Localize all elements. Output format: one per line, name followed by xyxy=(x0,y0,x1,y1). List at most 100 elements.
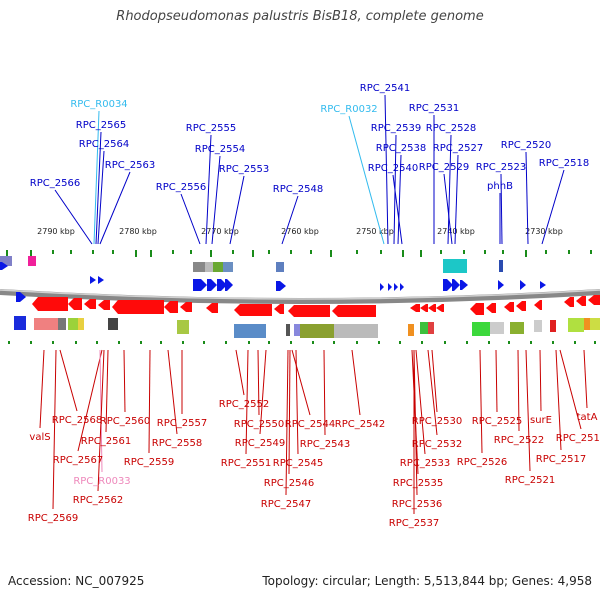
gene-label-rpc-2550[interactable]: RPC_2550 xyxy=(234,419,284,430)
gene-label-rpc-2545[interactable]: RPC_2545 xyxy=(273,458,323,469)
forward-gene-arrow[interactable] xyxy=(225,279,233,291)
gene-label-rpc-2566[interactable]: RPC_2566 xyxy=(30,178,80,189)
forward-gene-arrow[interactable] xyxy=(16,292,26,302)
reverse-gene-arrow[interactable] xyxy=(428,304,436,312)
reverse-gene-arrow[interactable] xyxy=(68,298,82,310)
gene-label-rpc-2544[interactable]: RPC_2544 xyxy=(285,419,335,430)
gene-label-rpc-2549[interactable]: RPC_2549 xyxy=(235,438,285,449)
gene-label-rpc-2533[interactable]: RPC_2533 xyxy=(400,458,450,469)
gene-label-rpc-2547[interactable]: RPC_2547 xyxy=(261,499,311,510)
gene-label-rpc-2554[interactable]: RPC_2554 xyxy=(195,144,245,155)
gene-label-rpc-2555[interactable]: RPC_2555 xyxy=(186,123,236,134)
gene-label-rpc-2542[interactable]: RPC_2542 xyxy=(335,419,385,430)
forward-gene-arrow[interactable] xyxy=(520,280,526,290)
reverse-gene-arrow[interactable] xyxy=(180,302,192,312)
reverse-gene-arrow[interactable] xyxy=(206,303,218,313)
forward-gene-arrow[interactable] xyxy=(394,283,398,291)
gene-label-rpc-2539[interactable]: RPC_2539 xyxy=(371,123,421,134)
forward-gene-arrow[interactable] xyxy=(0,262,8,270)
gene-label-rpc-2526[interactable]: RPC_2526 xyxy=(457,457,507,468)
forward-gene-arrow[interactable] xyxy=(540,281,546,289)
gene-label-phhb[interactable]: phhB xyxy=(487,181,513,192)
gene-label-vals[interactable]: valS xyxy=(29,432,50,443)
gene-label-rpc-2567[interactable]: RPC_2567 xyxy=(53,455,103,466)
gene-label-rpc-2540[interactable]: RPC_2540 xyxy=(368,163,418,174)
forward-gene-arrow[interactable] xyxy=(276,281,286,291)
reverse-gene-arrow[interactable] xyxy=(420,304,428,312)
reverse-gene-arrow[interactable] xyxy=(32,297,68,311)
forward-gene-labels[interactable]: RPC_R0034RPC_2565RPC_2564RPC_2563RPC_256… xyxy=(30,83,589,195)
forward-gene-arrow[interactable] xyxy=(388,283,392,291)
gene-label-rpc-2525[interactable]: RPC_2525 xyxy=(472,416,522,427)
reverse-gene-arrow[interactable] xyxy=(274,304,284,314)
reverse-gene-arrow[interactable] xyxy=(332,305,376,317)
gene-label-rpc-2531[interactable]: RPC_2531 xyxy=(409,103,459,114)
gene-label-rpc-r0034[interactable]: RPC_R0034 xyxy=(70,99,127,110)
gene-label-rpc-2521[interactable]: RPC_2521 xyxy=(505,475,555,486)
gene-label-rpc-2535[interactable]: RPC_2535 xyxy=(393,478,443,489)
reverse-gene-arrow[interactable] xyxy=(504,302,514,312)
forward-gene-arrow[interactable] xyxy=(443,279,453,291)
gene-label-rpc-2563[interactable]: RPC_2563 xyxy=(105,160,155,171)
gene-label-rpc-2523[interactable]: RPC_2523 xyxy=(476,162,526,173)
gene-label-rpc-2517[interactable]: RPC_2517 xyxy=(536,454,586,465)
gene-label-rpc-2522[interactable]: RPC_2522 xyxy=(494,435,544,446)
gene-label-rpc-2537[interactable]: RPC_2537 xyxy=(389,518,439,529)
forward-gene-arrow[interactable] xyxy=(193,279,207,291)
gene-label-rpc-2562[interactable]: RPC_2562 xyxy=(73,495,123,506)
gene-label-rpc-2561[interactable]: RPC_2561 xyxy=(81,436,131,447)
gene-label-rpc-2558[interactable]: RPC_2558 xyxy=(152,438,202,449)
gene-label-rpc-2553[interactable]: RPC_2553 xyxy=(219,164,269,175)
reverse-gene-labels[interactable]: valSRPC_2568RPC_2560RPC_2561RPC_2567RPC_… xyxy=(28,399,600,529)
gene-label-rpc-2528[interactable]: RPC_2528 xyxy=(426,123,476,134)
gene-label-rpc-2530[interactable]: RPC_2530 xyxy=(412,416,462,427)
gene-label-rpc-2569[interactable]: RPC_2569 xyxy=(28,513,78,524)
gene-label-tata[interactable]: tatA xyxy=(577,412,598,423)
forward-gene-arrow[interactable] xyxy=(498,280,504,290)
gene-label-rpc-2557[interactable]: RPC_2557 xyxy=(157,418,207,429)
gene-label-rpc-2516[interactable]: RPC_2516 xyxy=(556,433,600,444)
reverse-gene-arrow[interactable] xyxy=(486,303,496,313)
reverse-gene-arrow[interactable] xyxy=(112,300,164,314)
gene-label-rpc-r0033[interactable]: RPC_R0033 xyxy=(73,476,130,487)
reverse-gene-arrow[interactable] xyxy=(436,304,444,312)
gene-label-rpc-2568[interactable]: RPC_2568 xyxy=(52,415,102,426)
forward-gene-arrow[interactable] xyxy=(98,276,104,284)
forward-gene-arrow[interactable] xyxy=(452,279,460,291)
reverse-gene-arrow[interactable] xyxy=(588,295,600,305)
reverse-gene-arrow[interactable] xyxy=(410,304,420,312)
gene-label-rpc-2564[interactable]: RPC_2564 xyxy=(79,139,129,150)
gene-label-rpc-2548[interactable]: RPC_2548 xyxy=(273,184,323,195)
forward-gene-arrow[interactable] xyxy=(380,283,384,291)
reverse-gene-arrow[interactable] xyxy=(516,301,526,311)
forward-gene-arrow[interactable] xyxy=(460,280,468,290)
reverse-gene-arrow[interactable] xyxy=(564,297,574,307)
gene-label-rpc-2527[interactable]: RPC_2527 xyxy=(433,143,483,154)
gene-label-rpc-2552[interactable]: RPC_2552 xyxy=(219,399,269,410)
gene-label-rpc-2518[interactable]: RPC_2518 xyxy=(539,158,589,169)
reverse-gene-arrow[interactable] xyxy=(288,305,330,317)
gene-label-rpc-2536[interactable]: RPC_2536 xyxy=(392,499,442,510)
reverse-gene-arrow[interactable] xyxy=(98,300,110,310)
reverse-gene-arrow[interactable] xyxy=(234,304,272,316)
forward-gene-arrow[interactable] xyxy=(217,279,227,291)
reverse-gene-arrow[interactable] xyxy=(576,296,586,306)
gene-label-rpc-2559[interactable]: RPC_2559 xyxy=(124,457,174,468)
gene-label-rpc-2538[interactable]: RPC_2538 xyxy=(376,143,426,154)
gene-label-rpc-2529[interactable]: RPC_2529 xyxy=(419,162,469,173)
gene-label-rpc-2532[interactable]: RPC_2532 xyxy=(412,439,462,450)
gene-label-rpc-2520[interactable]: RPC_2520 xyxy=(501,140,551,151)
gene-label-rpc-2551[interactable]: RPC_2551 xyxy=(221,458,271,469)
reverse-gene-arrow[interactable] xyxy=(470,303,484,315)
gene-label-rpc-r0032[interactable]: RPC_R0032 xyxy=(320,104,377,115)
gene-label-rpc-2543[interactable]: RPC_2543 xyxy=(300,439,350,450)
gene-label-rpc-2556[interactable]: RPC_2556 xyxy=(156,182,206,193)
reverse-gene-arrow[interactable] xyxy=(164,301,178,313)
gene-label-rpc-2565[interactable]: RPC_2565 xyxy=(76,120,126,131)
reverse-gene-arrow[interactable] xyxy=(534,300,542,310)
gene-label-rpc-2560[interactable]: RPC_2560 xyxy=(100,416,150,427)
reverse-gene-arrow[interactable] xyxy=(84,299,96,309)
gene-label-sure[interactable]: surE xyxy=(530,415,552,426)
gene-label-rpc-2546[interactable]: RPC_2546 xyxy=(264,478,314,489)
forward-gene-arrow[interactable] xyxy=(90,276,96,284)
